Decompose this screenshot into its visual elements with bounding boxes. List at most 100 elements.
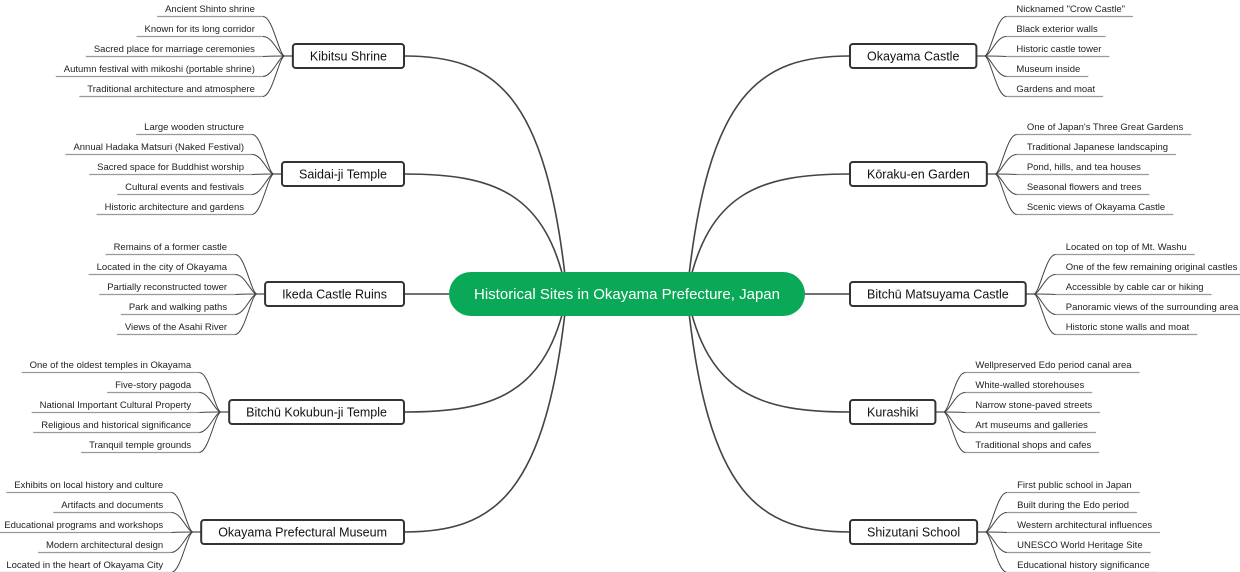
leaf-item[interactable]: Panoramic views of the surrounding area: [1055, 302, 1240, 316]
central-connector: [686, 293, 851, 413]
central-connector: [686, 293, 851, 533]
leaf-item[interactable]: Wellpreserved Edo period canal area: [965, 360, 1140, 374]
leaf-item[interactable]: Partially reconstructed tower: [99, 282, 236, 296]
leaf-label: Narrow stone-paved streets: [975, 400, 1092, 411]
branch-saidai-ji-temple[interactable]: Saidai-ji Temple: [280, 161, 405, 187]
leaf-item[interactable]: Seasonal flowers and trees: [1016, 182, 1150, 196]
leaf-label: Traditional Japanese landscaping: [1027, 142, 1168, 153]
branch-okayama-prefectural-museum[interactable]: Okayama Prefectural Museum: [200, 519, 405, 545]
leaf-label: Black exterior walls: [1016, 24, 1098, 35]
leaf-connector: [994, 133, 1018, 175]
leaf-connector: [171, 511, 194, 533]
leaf-label: Large wooden structure: [144, 122, 244, 133]
leaf-connector: [994, 173, 1018, 215]
leaf-label: Nicknamed "Crow Castle": [1016, 4, 1125, 15]
leaf-item[interactable]: Located in the city of Okayama: [88, 262, 236, 276]
leaf-connector: [984, 531, 1008, 572]
leaf-item[interactable]: Ancient Shinto shrine: [157, 4, 263, 18]
leaf-connector: [943, 411, 966, 413]
leaf-connector: [262, 55, 286, 97]
leaf-label: Art museums and galleries: [975, 420, 1088, 431]
leaf-item[interactable]: Nicknamed "Crow Castle": [1006, 4, 1134, 18]
branch-bitch-matsuyama-castle[interactable]: Bitchū Matsuyama Castle: [849, 281, 1027, 307]
leaf-item[interactable]: Park and walking paths: [120, 302, 236, 316]
leaf-label: One of Japan's Three Great Gardens: [1027, 122, 1184, 133]
branch-shizutani-school[interactable]: Shizutani School: [849, 519, 979, 545]
leaf-item[interactable]: Narrow stone-paved streets: [965, 400, 1101, 414]
leaf-connector: [985, 531, 1008, 533]
leaf-label: Sacred place for marriage ceremonies: [94, 44, 255, 55]
leaf-item[interactable]: Sacred space for Buddhist worship: [89, 162, 252, 176]
leaf-item[interactable]: Tranquil temple grounds: [81, 440, 200, 454]
leaf-item[interactable]: Historic architecture and gardens: [96, 202, 252, 216]
leaf-item[interactable]: Scenic views of Okayama Castle: [1016, 202, 1174, 216]
leaf-connector: [262, 15, 286, 57]
leaf-connector: [994, 153, 1017, 175]
branch-label: Kurashiki: [867, 406, 918, 420]
leaf-item[interactable]: Known for its long corridor: [136, 24, 263, 38]
leaf-item[interactable]: Western architectural influences: [1007, 520, 1161, 534]
leaf-item[interactable]: Traditional shops and cafes: [965, 440, 1100, 454]
leaf-item[interactable]: Educational programs and workshops: [0, 520, 172, 534]
branch-ikeda-castle-ruins[interactable]: Ikeda Castle Ruins: [264, 281, 405, 307]
leaf-item[interactable]: First public school in Japan: [1007, 480, 1140, 494]
leaf-label: First public school in Japan: [1017, 480, 1132, 491]
leaf-item[interactable]: Educational history significance: [1007, 560, 1158, 572]
branch-okayama-castle[interactable]: Okayama Castle: [849, 43, 978, 69]
leaf-label: Five-story pagoda: [115, 380, 192, 391]
leaf-item[interactable]: Sacred place for marriage ceremonies: [85, 44, 263, 58]
branch-label: Ikeda Castle Ruins: [282, 288, 387, 302]
branch-label: Shizutani School: [867, 526, 960, 540]
leaf-item[interactable]: Autumn festival with mikoshi (portable s…: [55, 64, 263, 78]
leaf-item[interactable]: Built during the Edo period: [1007, 500, 1138, 514]
leaf-label: White-walled storehouses: [975, 380, 1084, 391]
leaf-item[interactable]: UNESCO World Heritage Site: [1007, 540, 1151, 554]
leaf-item[interactable]: Located in the heart of Okayama City: [0, 560, 172, 572]
leaf-label: Known for its long corridor: [145, 24, 255, 35]
leaf-item[interactable]: Annual Hadaka Matsuri (Naked Festival): [65, 142, 252, 156]
leaf-item[interactable]: Accessible by cable car or hiking: [1055, 282, 1212, 296]
branch-label: Okayama Prefectural Museum: [218, 526, 387, 540]
leaf-label: Partially reconstructed tower: [107, 282, 227, 293]
central-connector: [403, 293, 568, 533]
branch-bitch-kokubun-ji-temple[interactable]: Bitchū Kokubun-ji Temple: [228, 399, 405, 425]
leaf-item[interactable]: Modern architectural design: [37, 540, 172, 554]
leaf-item[interactable]: Remains of a former castle: [105, 242, 236, 256]
leaf-item[interactable]: Museum inside: [1006, 64, 1089, 78]
leaf-item[interactable]: Exhibits on local history and culture: [6, 480, 172, 494]
leaf-item[interactable]: Traditional architecture and atmosphere: [79, 84, 263, 98]
leaf-item[interactable]: Religious and historical significance: [33, 420, 200, 434]
branch-kurashiki[interactable]: Kurashiki: [849, 399, 937, 425]
leaf-item[interactable]: Views of the Asahi River: [116, 322, 236, 336]
branch-k-raku-en-garden[interactable]: Kōraku-en Garden: [849, 161, 988, 187]
leaf-item[interactable]: One of the few remaining original castle…: [1055, 262, 1240, 276]
leaf-item[interactable]: One of the oldest temples in Okayama: [21, 360, 200, 374]
leaf-item[interactable]: Black exterior walls: [1006, 24, 1106, 38]
branch-box: [200, 519, 405, 545]
leaf-item[interactable]: White-walled storehouses: [965, 380, 1093, 394]
leaf-label: Western architectural influences: [1017, 520, 1152, 531]
leaf-item[interactable]: Historic stone walls and moat: [1055, 322, 1198, 336]
leaf-item[interactable]: Large wooden structure: [136, 122, 252, 136]
leaf-connector: [994, 173, 1017, 175]
leaf-item[interactable]: National Important Cultural Property: [31, 400, 200, 414]
leaf-item[interactable]: Art museums and galleries: [965, 420, 1096, 434]
leaf-connector: [199, 411, 222, 413]
leaf-item[interactable]: Gardens and moat: [1006, 84, 1104, 98]
leaf-item[interactable]: Pond, hills, and tea houses: [1016, 162, 1149, 176]
leaf-label: Located in the heart of Okayama City: [6, 560, 163, 571]
leaf-item[interactable]: One of Japan's Three Great Gardens: [1016, 122, 1192, 136]
branch-kibitsu-shrine[interactable]: Kibitsu Shrine: [291, 43, 405, 69]
leaf-item[interactable]: Artifacts and documents: [53, 500, 172, 514]
leaf-item[interactable]: Traditional Japanese landscaping: [1016, 142, 1177, 156]
leaf-item[interactable]: Five-story pagoda: [107, 380, 200, 394]
leaf-label: Remains of a former castle: [114, 242, 228, 253]
branch-box: [849, 519, 979, 545]
leaf-label: Gardens and moat: [1016, 84, 1095, 95]
leaf-item[interactable]: Historic castle tower: [1006, 44, 1110, 58]
leaf-item[interactable]: Cultural events and festivals: [117, 182, 252, 196]
leaf-connector: [235, 293, 258, 295]
central-node[interactable]: Historical Sites in Okayama Prefecture, …: [449, 272, 805, 316]
leaf-connector: [171, 531, 194, 533]
leaf-item[interactable]: Located on top of Mt. Washu: [1055, 242, 1195, 256]
